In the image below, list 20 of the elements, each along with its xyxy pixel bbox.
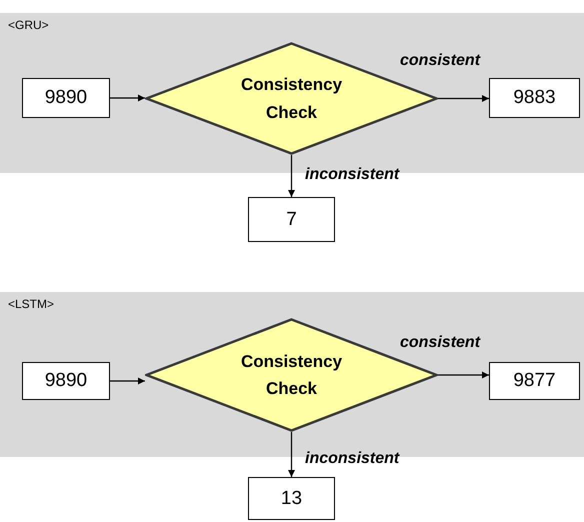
arrow (288, 155, 295, 197)
edge-label: inconsistent (305, 450, 400, 468)
count-box: 9890 (22, 78, 110, 118)
arrow (110, 378, 145, 384)
count-box: 7 (248, 197, 335, 242)
group-label: <GRU> (8, 18, 49, 32)
decision-text: Consistency Check (240, 74, 344, 124)
arrow (438, 95, 489, 102)
arrow (288, 432, 295, 477)
decision-text: Consistency Check (240, 350, 344, 400)
count-box: 9883 (489, 78, 580, 118)
edge-label: consistent (400, 52, 480, 70)
count-box: 13 (248, 477, 335, 520)
edge-label: inconsistent (305, 166, 400, 184)
edge-label: consistent (400, 334, 480, 352)
count-box: 9890 (22, 362, 110, 400)
arrow (438, 372, 489, 378)
group-label: <LSTM> (8, 297, 54, 311)
arrow (110, 94, 145, 102)
count-box: 9877 (489, 362, 580, 400)
